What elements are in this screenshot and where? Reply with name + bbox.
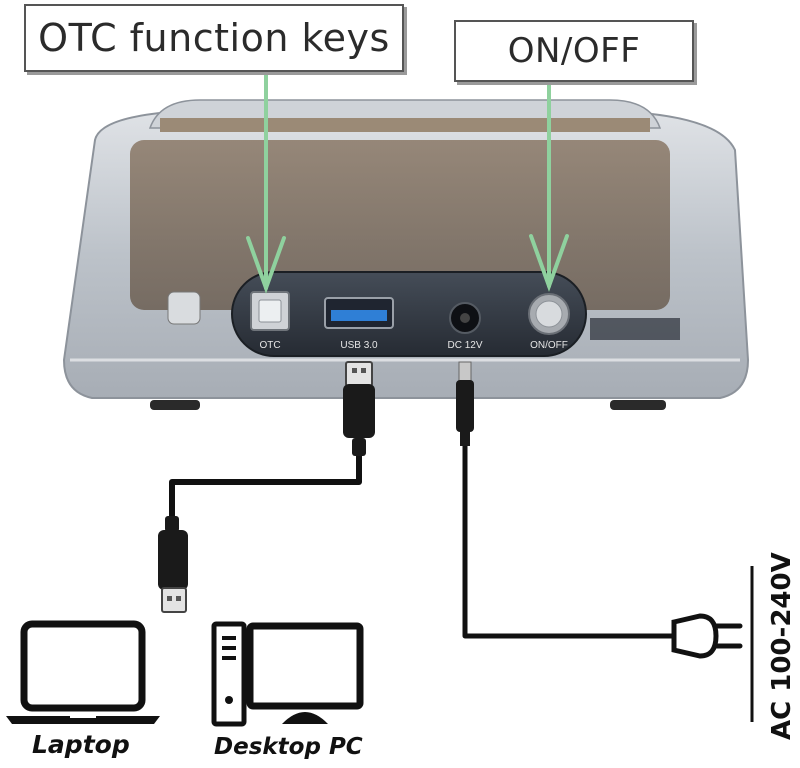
desktop-pc-icon xyxy=(211,621,364,727)
on-off-callout: ON/OFF xyxy=(454,20,694,82)
dc-jack-label: DC 12V xyxy=(447,340,482,351)
usb-plug-icon xyxy=(161,587,187,613)
usb-port-label: USB 3.0 xyxy=(340,340,378,351)
usb-cable-wire xyxy=(169,456,362,520)
foot-left xyxy=(150,400,200,410)
usb-plug-bottom-body xyxy=(158,530,188,590)
usb-port-blue-tongue xyxy=(331,310,387,321)
power-cable-wire xyxy=(462,446,672,639)
ac-plug-icon xyxy=(671,613,743,659)
ac-voltage-label: AC 100-240V xyxy=(767,552,797,740)
capacitor xyxy=(167,291,201,325)
power-cable: AC 100-240V xyxy=(456,361,797,740)
onoff-arrowhead xyxy=(529,234,569,292)
laptop-icon xyxy=(6,620,160,724)
power-button-label: ON/OFF xyxy=(530,340,568,351)
usb-plug-body xyxy=(343,384,375,438)
otc-arrowhead xyxy=(246,236,286,294)
laptop-label: Laptop xyxy=(32,730,130,759)
front-panel xyxy=(231,271,587,357)
usb-cable xyxy=(158,361,375,613)
foot-right xyxy=(610,400,666,410)
otc-port-label: OTC xyxy=(259,340,280,351)
otc-function-keys-callout: OTC function keys xyxy=(24,4,404,72)
desktop-pc-label: Desktop PC xyxy=(214,734,363,760)
usb-plug-top xyxy=(345,361,373,387)
drive-slot xyxy=(160,118,650,132)
callout-arrows xyxy=(246,72,569,294)
docking-station: OTC USB 3.0 DC 12V ON/OFF xyxy=(62,99,750,410)
circuit-board xyxy=(590,318,680,340)
dc-plug xyxy=(456,380,474,432)
